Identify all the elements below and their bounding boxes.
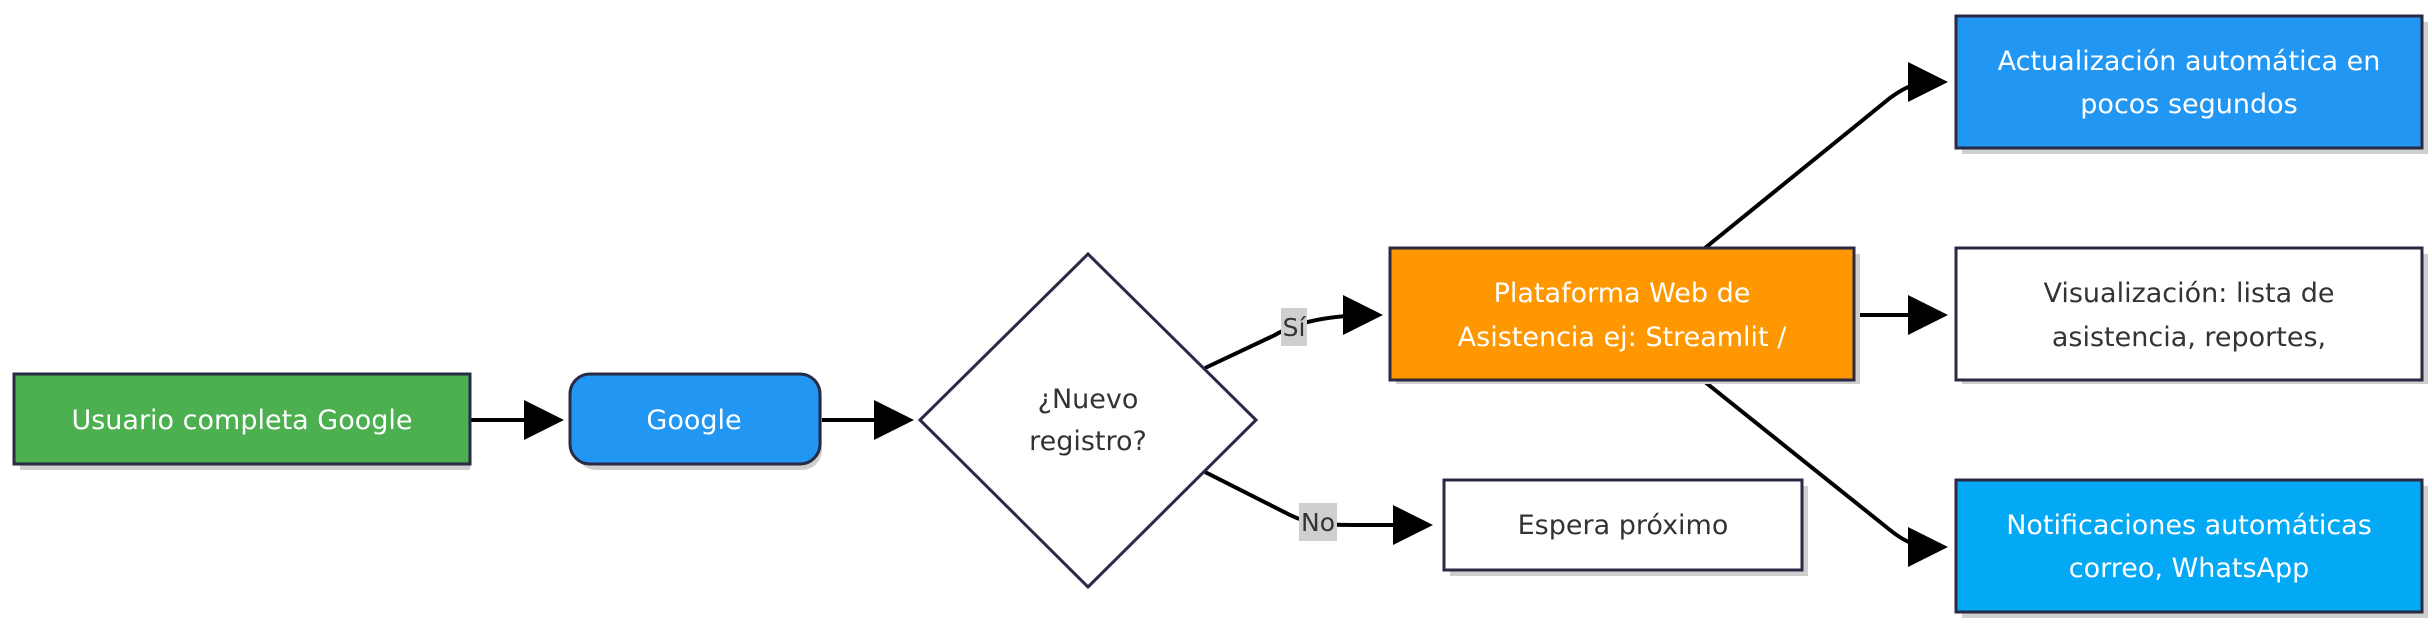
node-form-label: Usuario completa Google [71,405,412,436]
node-google: Google [568,372,822,470]
node-wait-label: Espera próximo [1518,510,1729,541]
edge-platform-to-update [1703,62,1948,250]
node-update: Actualización automática en pocos segund… [1954,14,2428,154]
edge-label-no-text: No [1301,508,1335,537]
node-decision-line1: ¿Nuevo [1038,384,1139,415]
edge-label-no: No [1299,503,1337,541]
node-decision-line2: registro? [1029,426,1147,457]
node-platform-line1: Plataforma Web de [1494,278,1751,309]
node-update-line2: pocos segundos [2080,89,2297,120]
node-update-line1: Actualización automática en [1998,46,2381,77]
node-visual-line1: Visualización: lista de [2043,278,2334,309]
node-visual: Visualización: lista de asistencia, repo… [1954,246,2428,384]
node-platform-line2: Asistencia ej: Streamlit / [1458,322,1788,353]
edges [471,62,1948,567]
node-visual-line2: asistencia, reportes, [2052,322,2326,353]
node-notify-line1: Notificaciones automáticas [2006,510,2372,541]
node-form: Usuario completa Google [12,372,472,470]
node-notify-line2: correo, WhatsApp [2069,553,2310,584]
node-decision: ¿Nuevo registro? [917,251,1259,590]
edge-platform-to-notify [1703,380,1948,567]
node-wait: Espera próximo [1442,478,1808,576]
edge-label-yes-text: Sí [1283,313,1307,342]
edge-label-yes: Sí [1281,308,1307,346]
node-platform: Plataforma Web de Asistencia ej: Streaml… [1388,246,1860,384]
edge-decision-to-platform [1204,295,1383,370]
node-google-label: Google [646,405,741,436]
node-notify: Notificaciones automáticas correo, Whats… [1954,478,2428,618]
